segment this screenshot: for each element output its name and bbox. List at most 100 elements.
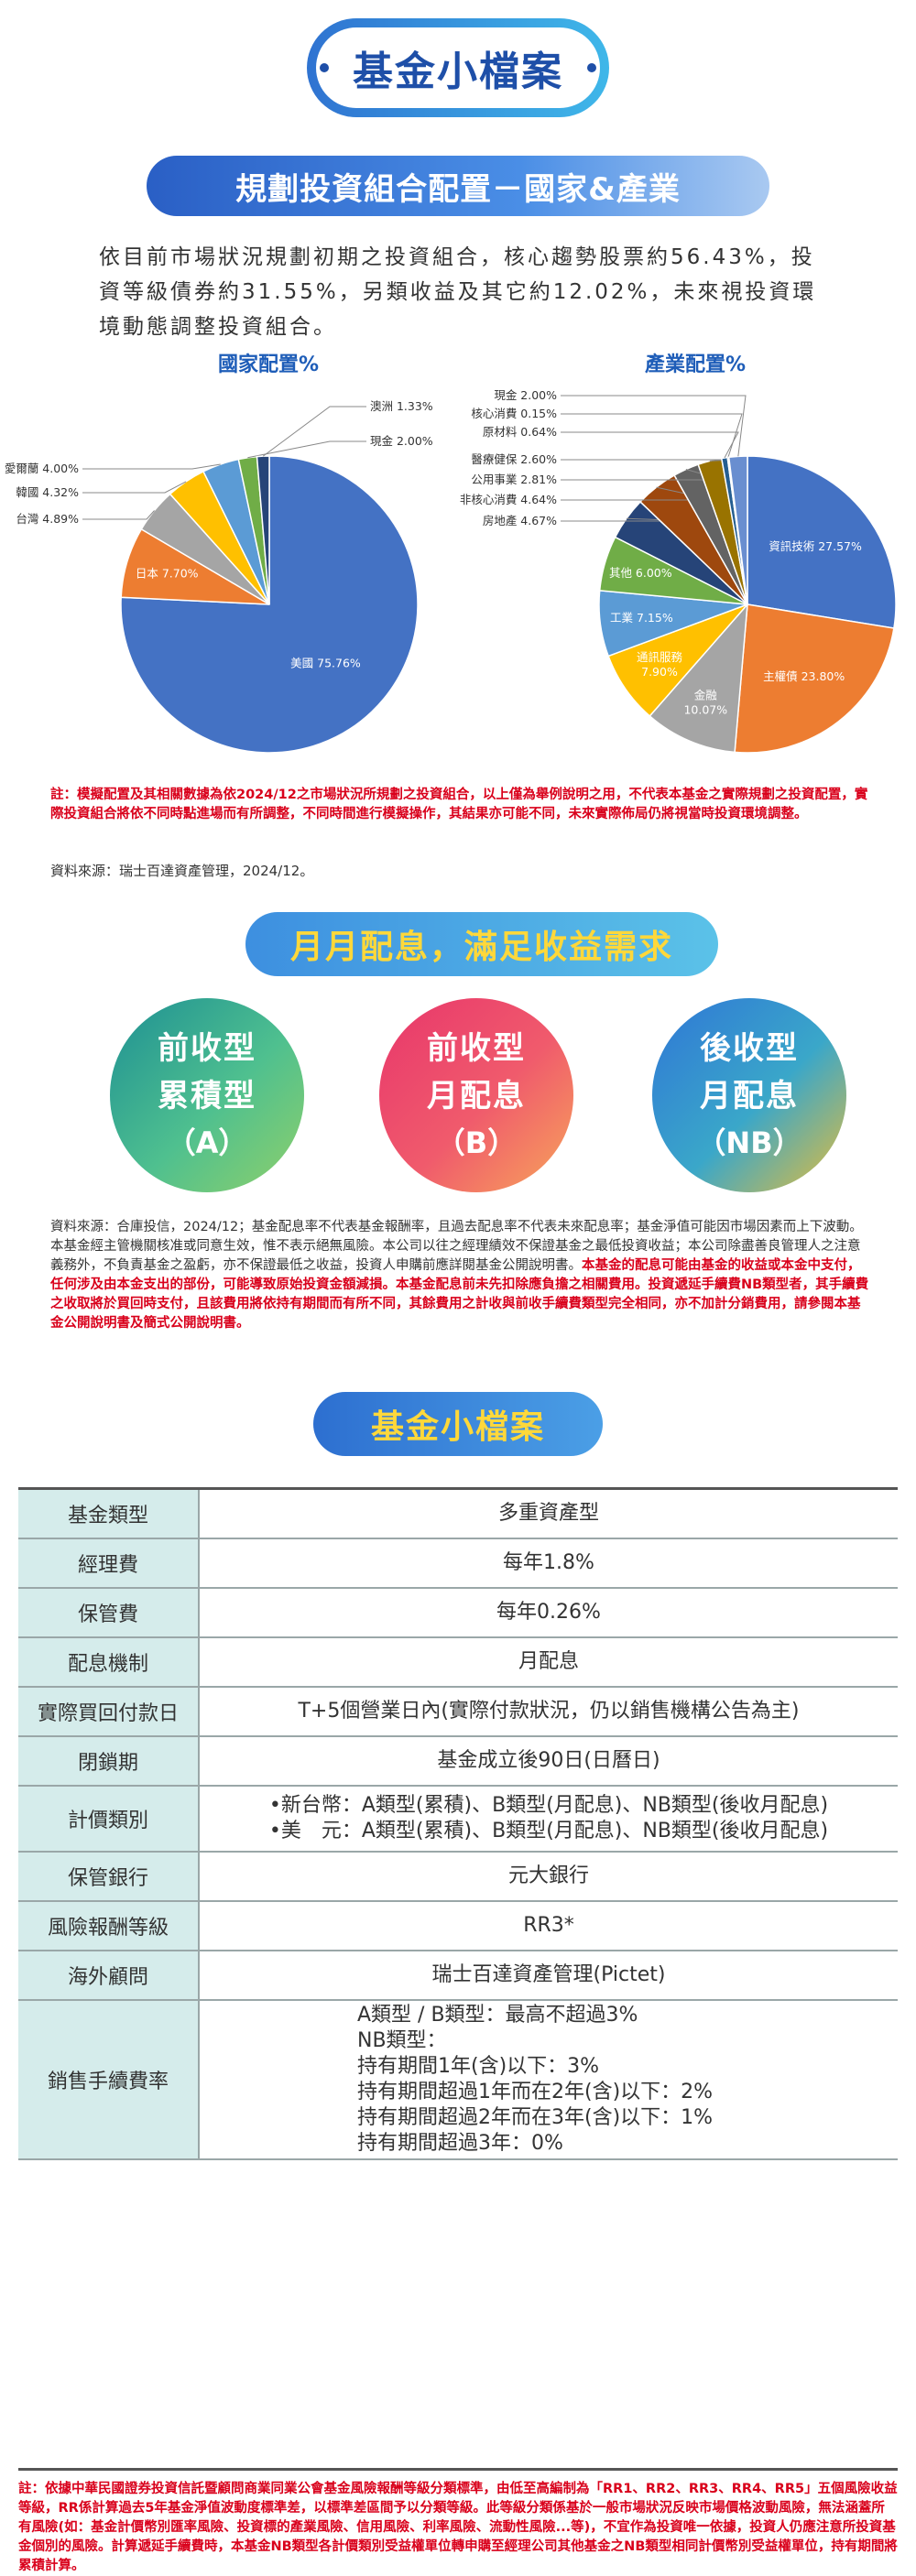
table-row-value-line: 每年1.8% bbox=[503, 1551, 594, 1574]
table-row: 保管費 每年0.26% bbox=[18, 1589, 898, 1638]
risk-level-note: 註：依據中華民國證券投資信託暨顧問商業同業公會基金風險報酬等級分類標準，由低至高… bbox=[18, 2468, 898, 2576]
table-row-label: 閉鎖期 bbox=[18, 1737, 200, 1785]
table-row-value-line: 持有期間1年(含)以下：3% bbox=[357, 2055, 600, 2078]
table-row-label: 基金類型 bbox=[18, 1490, 200, 1538]
table-row-value-line: NB類型： bbox=[357, 2029, 447, 2052]
dividend-disclaimer-red: 本基金的配息可能由基金的收益或本金中支付，任何涉及由本金支出的部份，可能導致原始… bbox=[50, 1258, 869, 1331]
pie-data-label: 台灣 4.89% bbox=[16, 512, 79, 526]
table-row-value: A類型 / B類型：最高不超過3%NB類型： 持有期間1年(含)以下：3% 持有期間… bbox=[200, 2001, 898, 2158]
circle-line-3: （NB） bbox=[696, 1125, 802, 1160]
table-row-label: 保管費 bbox=[18, 1589, 200, 1636]
share-class-nb-circle: 後收型 月配息 （NB） bbox=[652, 998, 846, 1192]
header-badge-inner: 基金小檔案 bbox=[316, 27, 600, 108]
table-row-value-line: 月配息 bbox=[518, 1650, 579, 1673]
pie-slice-金融 bbox=[649, 602, 748, 754]
table-row: 基金類型 多重資產型 bbox=[18, 1490, 898, 1539]
pie-data-label: 房地產 4.67% bbox=[483, 514, 557, 527]
allocation-source: 資料來源：瑞士百達資產管理，2024/12。 bbox=[50, 863, 314, 879]
pie-data-label: 日本 7.70% bbox=[136, 567, 199, 581]
pie-data-label: 金融 bbox=[694, 688, 718, 701]
table-row: 閉鎖期基金成立後90日(日曆日) bbox=[18, 1737, 898, 1787]
table-row: 實際買回付款日 T+5個營業日內(實際付款狀況，仍以銷售機構公告為主) bbox=[18, 1688, 898, 1737]
pie-data-label: 韓國 4.32% bbox=[16, 485, 79, 499]
chart-title-country: 國家配置% bbox=[218, 353, 320, 376]
table-row-value-line: RR3* bbox=[523, 1914, 574, 1937]
intro-text: 依目前市場狀況規劃初期之投資組合，核心趨勢股票約56.43%，投資等級債券約31… bbox=[99, 245, 817, 339]
table-row: 保管銀行 元大銀行 bbox=[18, 1853, 898, 1902]
pie-data-label: 現金 2.00% bbox=[370, 434, 433, 448]
allocation-disclaimer: 註：模擬配置及其相關數據為依2024/12之市場狀況所規劃之投資組合，以上僅為舉… bbox=[50, 788, 868, 821]
pie-slice-資訊技術 bbox=[747, 455, 897, 629]
table-row-label: 計價類別 bbox=[18, 1787, 200, 1851]
pie-data-label: 非核心消費 4.64% bbox=[460, 493, 557, 506]
table-row-value-line: A類型 / B類型：最高不超過3% bbox=[357, 2004, 638, 2027]
table-row-value: 瑞士百達資產管理(Pictet) bbox=[200, 1951, 898, 1999]
table-row: 計價類別•新台幣：A類型(累積)、B類型(月配息)、NB類型(後收月配息)•美 … bbox=[18, 1787, 898, 1853]
circle-line-1: 前收型 bbox=[158, 1030, 256, 1067]
pie-leader-line bbox=[262, 406, 366, 457]
table-row-value: T+5個營業日內(實際付款狀況，仍以銷售機構公告為主) bbox=[200, 1688, 898, 1735]
table-row-value-line: T+5個營業日內(實際付款狀況，仍以銷售機構公告為主) bbox=[298, 1700, 800, 1723]
section-banner-fund-profile: 基金小檔案 bbox=[313, 1392, 603, 1456]
right-dot-icon bbox=[587, 63, 596, 72]
left-dot-icon bbox=[320, 63, 329, 72]
table-row-label: 配息機制 bbox=[18, 1638, 200, 1686]
table-row-value-line: 元大銀行 bbox=[507, 1864, 589, 1887]
pie-leader-line bbox=[561, 413, 743, 458]
pie-leader-line bbox=[82, 463, 221, 470]
table-row-value-line: 持有期間超過2年而在3年(含)以下：1% bbox=[357, 2106, 714, 2129]
table-row-label: 經理費 bbox=[18, 1539, 200, 1587]
table-row-value: 多重資產型 bbox=[200, 1490, 898, 1538]
table-row: 經理費 每年1.8% bbox=[18, 1539, 898, 1589]
pie-slice-主權債 bbox=[734, 603, 895, 754]
pie-data-label: 美國 75.76% bbox=[290, 656, 361, 669]
pie-leader-line bbox=[561, 431, 739, 459]
pie-data-label: 原材料 0.64% bbox=[483, 425, 557, 439]
pie-data-label: 愛爾蘭 4.00% bbox=[5, 462, 79, 475]
table-row-label: 保管銀行 bbox=[18, 1853, 200, 1900]
country-pie-chart: 美國 75.76% 日本 7.70% 台灣 4.89% 韓國 4.32% 愛爾蘭 4.0… bbox=[5, 399, 433, 754]
pie-leader-line bbox=[561, 459, 734, 462]
chart-title-industry: 產業配置% bbox=[645, 353, 747, 376]
pie-data-label: 澳洲 1.33% bbox=[370, 399, 433, 413]
section-banner-allocation: 規劃投資組合配置－國家&產業 bbox=[147, 156, 769, 216]
table-row-value-line: 多重資產型 bbox=[497, 1502, 599, 1525]
pie-data-label: 醫療健保 2.60% bbox=[471, 452, 557, 466]
circle-line-1: 後收型 bbox=[700, 1030, 799, 1067]
pie-leader-line bbox=[82, 481, 187, 494]
table-row-value-line: 瑞士百達資產管理(Pictet) bbox=[431, 1963, 666, 1986]
pie-data-label: 公用事業 2.81% bbox=[471, 473, 557, 486]
pie-data-label: 資訊技術 27.57% bbox=[769, 539, 862, 553]
page-title: 基金小檔案 bbox=[353, 49, 563, 95]
section-banner-fund-profile-text: 基金小檔案 bbox=[370, 1408, 545, 1446]
fund-profile-table: 基金類型 多重資產型經理費 每年1.8% 保管費 每年0.26% 配息機制 月配息實際買回付… bbox=[18, 1487, 898, 2160]
table-row-label: 海外顧問 bbox=[18, 1951, 200, 1999]
dividend-disclaimer-normal: 資料來源：合庫投信，2024/12；基金配息率不代表基金報酬率，且過去配息率不代… bbox=[50, 1220, 863, 1273]
table-row: 海外顧問 瑞士百達資產管理(Pictet) bbox=[18, 1951, 898, 2001]
pie-data-label: 主權債 23.80% bbox=[763, 669, 845, 683]
circle-line-1: 前收型 bbox=[427, 1030, 526, 1067]
header-badge: 基金小檔案 bbox=[307, 18, 609, 117]
table-row-value: 元大銀行 bbox=[200, 1853, 898, 1900]
circle-line-2: 累積型 bbox=[158, 1078, 256, 1114]
pie-data-label: 10.07% bbox=[683, 702, 727, 716]
table-row-label: 實際買回付款日 bbox=[18, 1688, 200, 1735]
pie-data-label: 核心消費 0.15% bbox=[471, 407, 557, 420]
pie-leader-line bbox=[561, 395, 747, 457]
table-row-value-line: 持有期間超過3年：0% bbox=[357, 2132, 563, 2155]
table-row-value-line: 每年0.26% bbox=[496, 1601, 601, 1624]
table-row-value: 月配息 bbox=[200, 1638, 898, 1686]
table-row: 配息機制 月配息 bbox=[18, 1638, 898, 1688]
pie-data-label: 工業 7.15% bbox=[610, 611, 673, 625]
table-row-value: 每年0.26% bbox=[200, 1589, 898, 1636]
pie-data-label: 現金 2.00% bbox=[494, 388, 557, 402]
pie-leader-line bbox=[247, 440, 366, 459]
pie-data-label: 其他 6.00% bbox=[609, 566, 672, 580]
pie-data-label: 7.90% bbox=[641, 665, 678, 679]
pie-leader-line bbox=[82, 510, 155, 520]
table-row-value-line: 持有期間超過1年而在2年(含)以下：2% bbox=[357, 2081, 714, 2103]
dividend-disclaimer: 資料來源：合庫投信，2024/12；基金配息率不代表基金報酬率，且過去配息率不代… bbox=[50, 1218, 873, 1333]
table-row-value: RR3* bbox=[200, 1902, 898, 1950]
table-row-value: 每年1.8% bbox=[200, 1539, 898, 1587]
